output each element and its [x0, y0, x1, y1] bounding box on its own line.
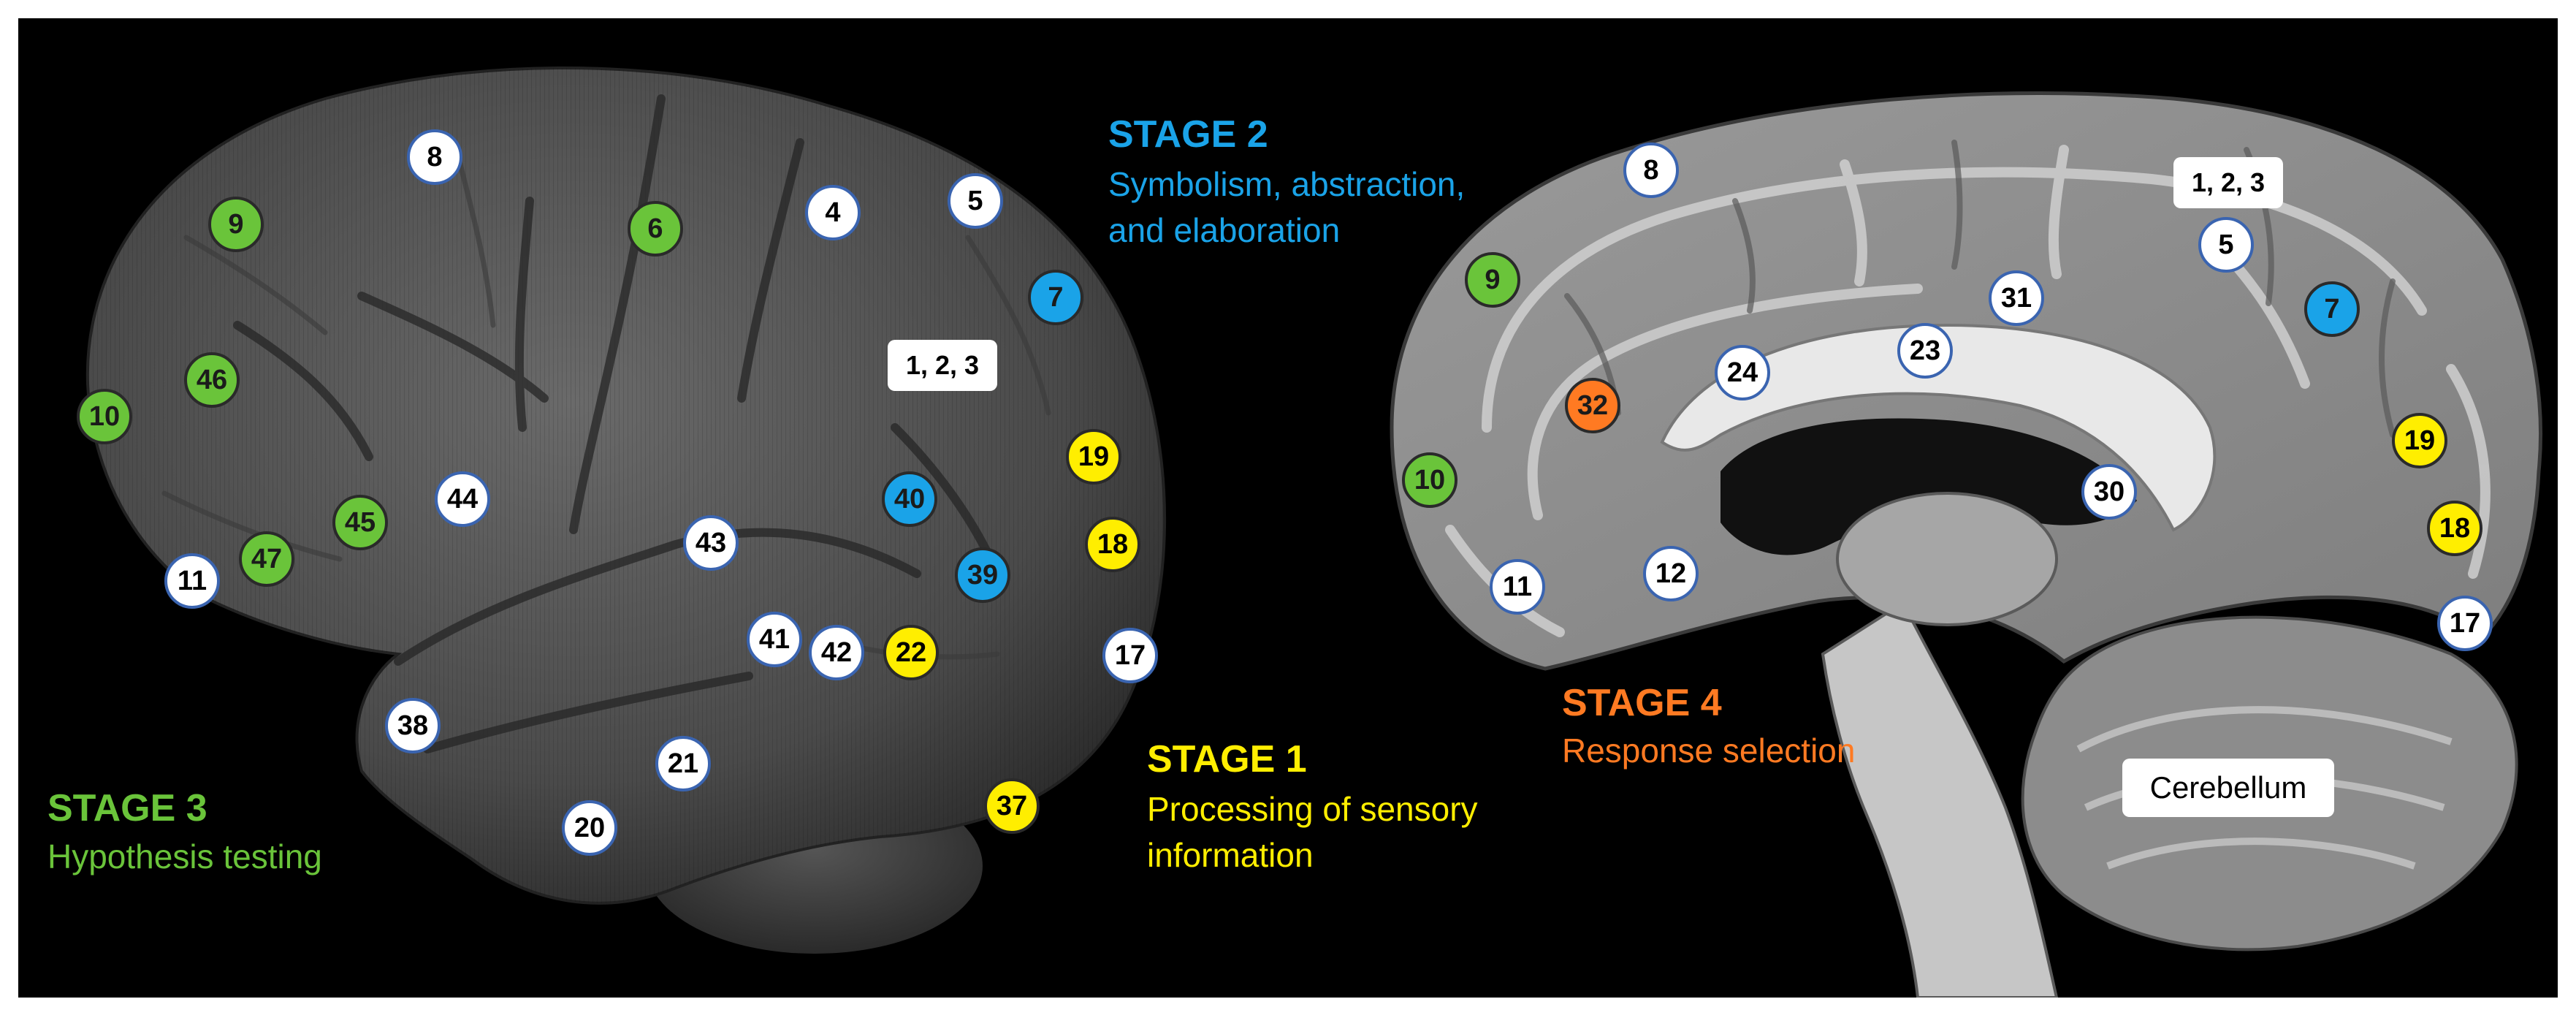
lateral_view-area-11: 11: [164, 553, 220, 609]
medial_view-area-30: 30: [2081, 464, 2137, 520]
lateral_view-area-17: 17: [1102, 628, 1158, 683]
stage2-desc-line2: and elaboration: [1108, 211, 1341, 249]
stage4-title: STAGE 4: [1562, 682, 1722, 724]
stage2-desc-line1: Symbolism, abstraction,: [1108, 165, 1466, 203]
brodmann-figure: STAGE 2 Symbolism, abstraction, and elab…: [18, 18, 2558, 998]
stage4-desc-line1: Response selection: [1562, 732, 1856, 770]
medial_view-area-24: 24: [1715, 345, 1770, 400]
stage3-title: STAGE 3: [47, 787, 207, 829]
lateral_view-area-22: 22: [883, 625, 939, 680]
medial-box-1-2-3: 1, 2, 3: [2173, 157, 2283, 208]
lateral_view-area-10: 10: [77, 389, 132, 444]
medial_view-area-8: 8: [1623, 143, 1679, 198]
lateral_view-area-7: 7: [1028, 270, 1083, 325]
stage1-desc-line1: Processing of sensory: [1147, 790, 1478, 828]
stage2-title: STAGE 2: [1108, 113, 1268, 156]
cerebellum-label: Cerebellum: [2122, 759, 2334, 817]
brain-illustration: [85, 66, 2543, 998]
lateral_view-area-45: 45: [332, 495, 388, 550]
lateral_view-area-6: 6: [628, 201, 683, 257]
stage3-desc-line1: Hypothesis testing: [47, 837, 322, 875]
stage1-title: STAGE 1: [1147, 738, 1307, 780]
lateral_view-area-5: 5: [948, 173, 1003, 229]
lateral_view-area-8: 8: [407, 129, 462, 185]
lateral_view-area-18: 18: [1085, 517, 1140, 572]
lateral_view-area-21: 21: [655, 736, 711, 791]
medial_view-area-32: 32: [1565, 378, 1620, 433]
medial_view-area-17: 17: [2437, 596, 2493, 651]
lateral_view-area-19: 19: [1066, 429, 1121, 485]
corpus-callosum: [1660, 323, 2217, 532]
lateral_view-area-42: 42: [809, 625, 864, 680]
medial_view-area-11: 11: [1490, 559, 1545, 615]
lateral_view-area-37: 37: [984, 778, 1040, 834]
lateral_view-area-47: 47: [239, 531, 294, 587]
medial_view-area-19: 19: [2392, 413, 2447, 468]
lateral-box-1-2-3: 1, 2, 3: [888, 340, 997, 391]
lateral_view-area-9: 9: [208, 197, 264, 252]
medial_view-area-5: 5: [2198, 217, 2254, 273]
thalamus: [1836, 492, 2058, 626]
medial_view-area-7: 7: [2304, 281, 2360, 337]
medial_view-area-23: 23: [1897, 323, 1953, 379]
lateral_view-area-40: 40: [882, 471, 937, 527]
brainstem: [1821, 601, 2059, 998]
lateral_view-area-20: 20: [562, 800, 617, 856]
lateral_view-area-43: 43: [683, 515, 739, 571]
lateral_view-area-4: 4: [805, 185, 861, 240]
lateral_view-area-46: 46: [184, 352, 240, 408]
lateral_view-area-38: 38: [385, 698, 441, 753]
lateral_view-area-44: 44: [435, 471, 490, 527]
medial_view-area-12: 12: [1643, 546, 1699, 601]
medial_view-area-10: 10: [1402, 452, 1457, 508]
lateral-brain: [85, 66, 1167, 954]
lateral_view-area-39: 39: [955, 547, 1010, 603]
lateral_view-area-41: 41: [747, 612, 802, 667]
medial_view-area-31: 31: [1989, 270, 2044, 326]
medial_view-area-9: 9: [1465, 252, 1520, 308]
stage1-desc-line2: information: [1147, 836, 1314, 874]
medial-brain: [1390, 91, 2543, 998]
medial_view-area-18: 18: [2427, 501, 2482, 556]
